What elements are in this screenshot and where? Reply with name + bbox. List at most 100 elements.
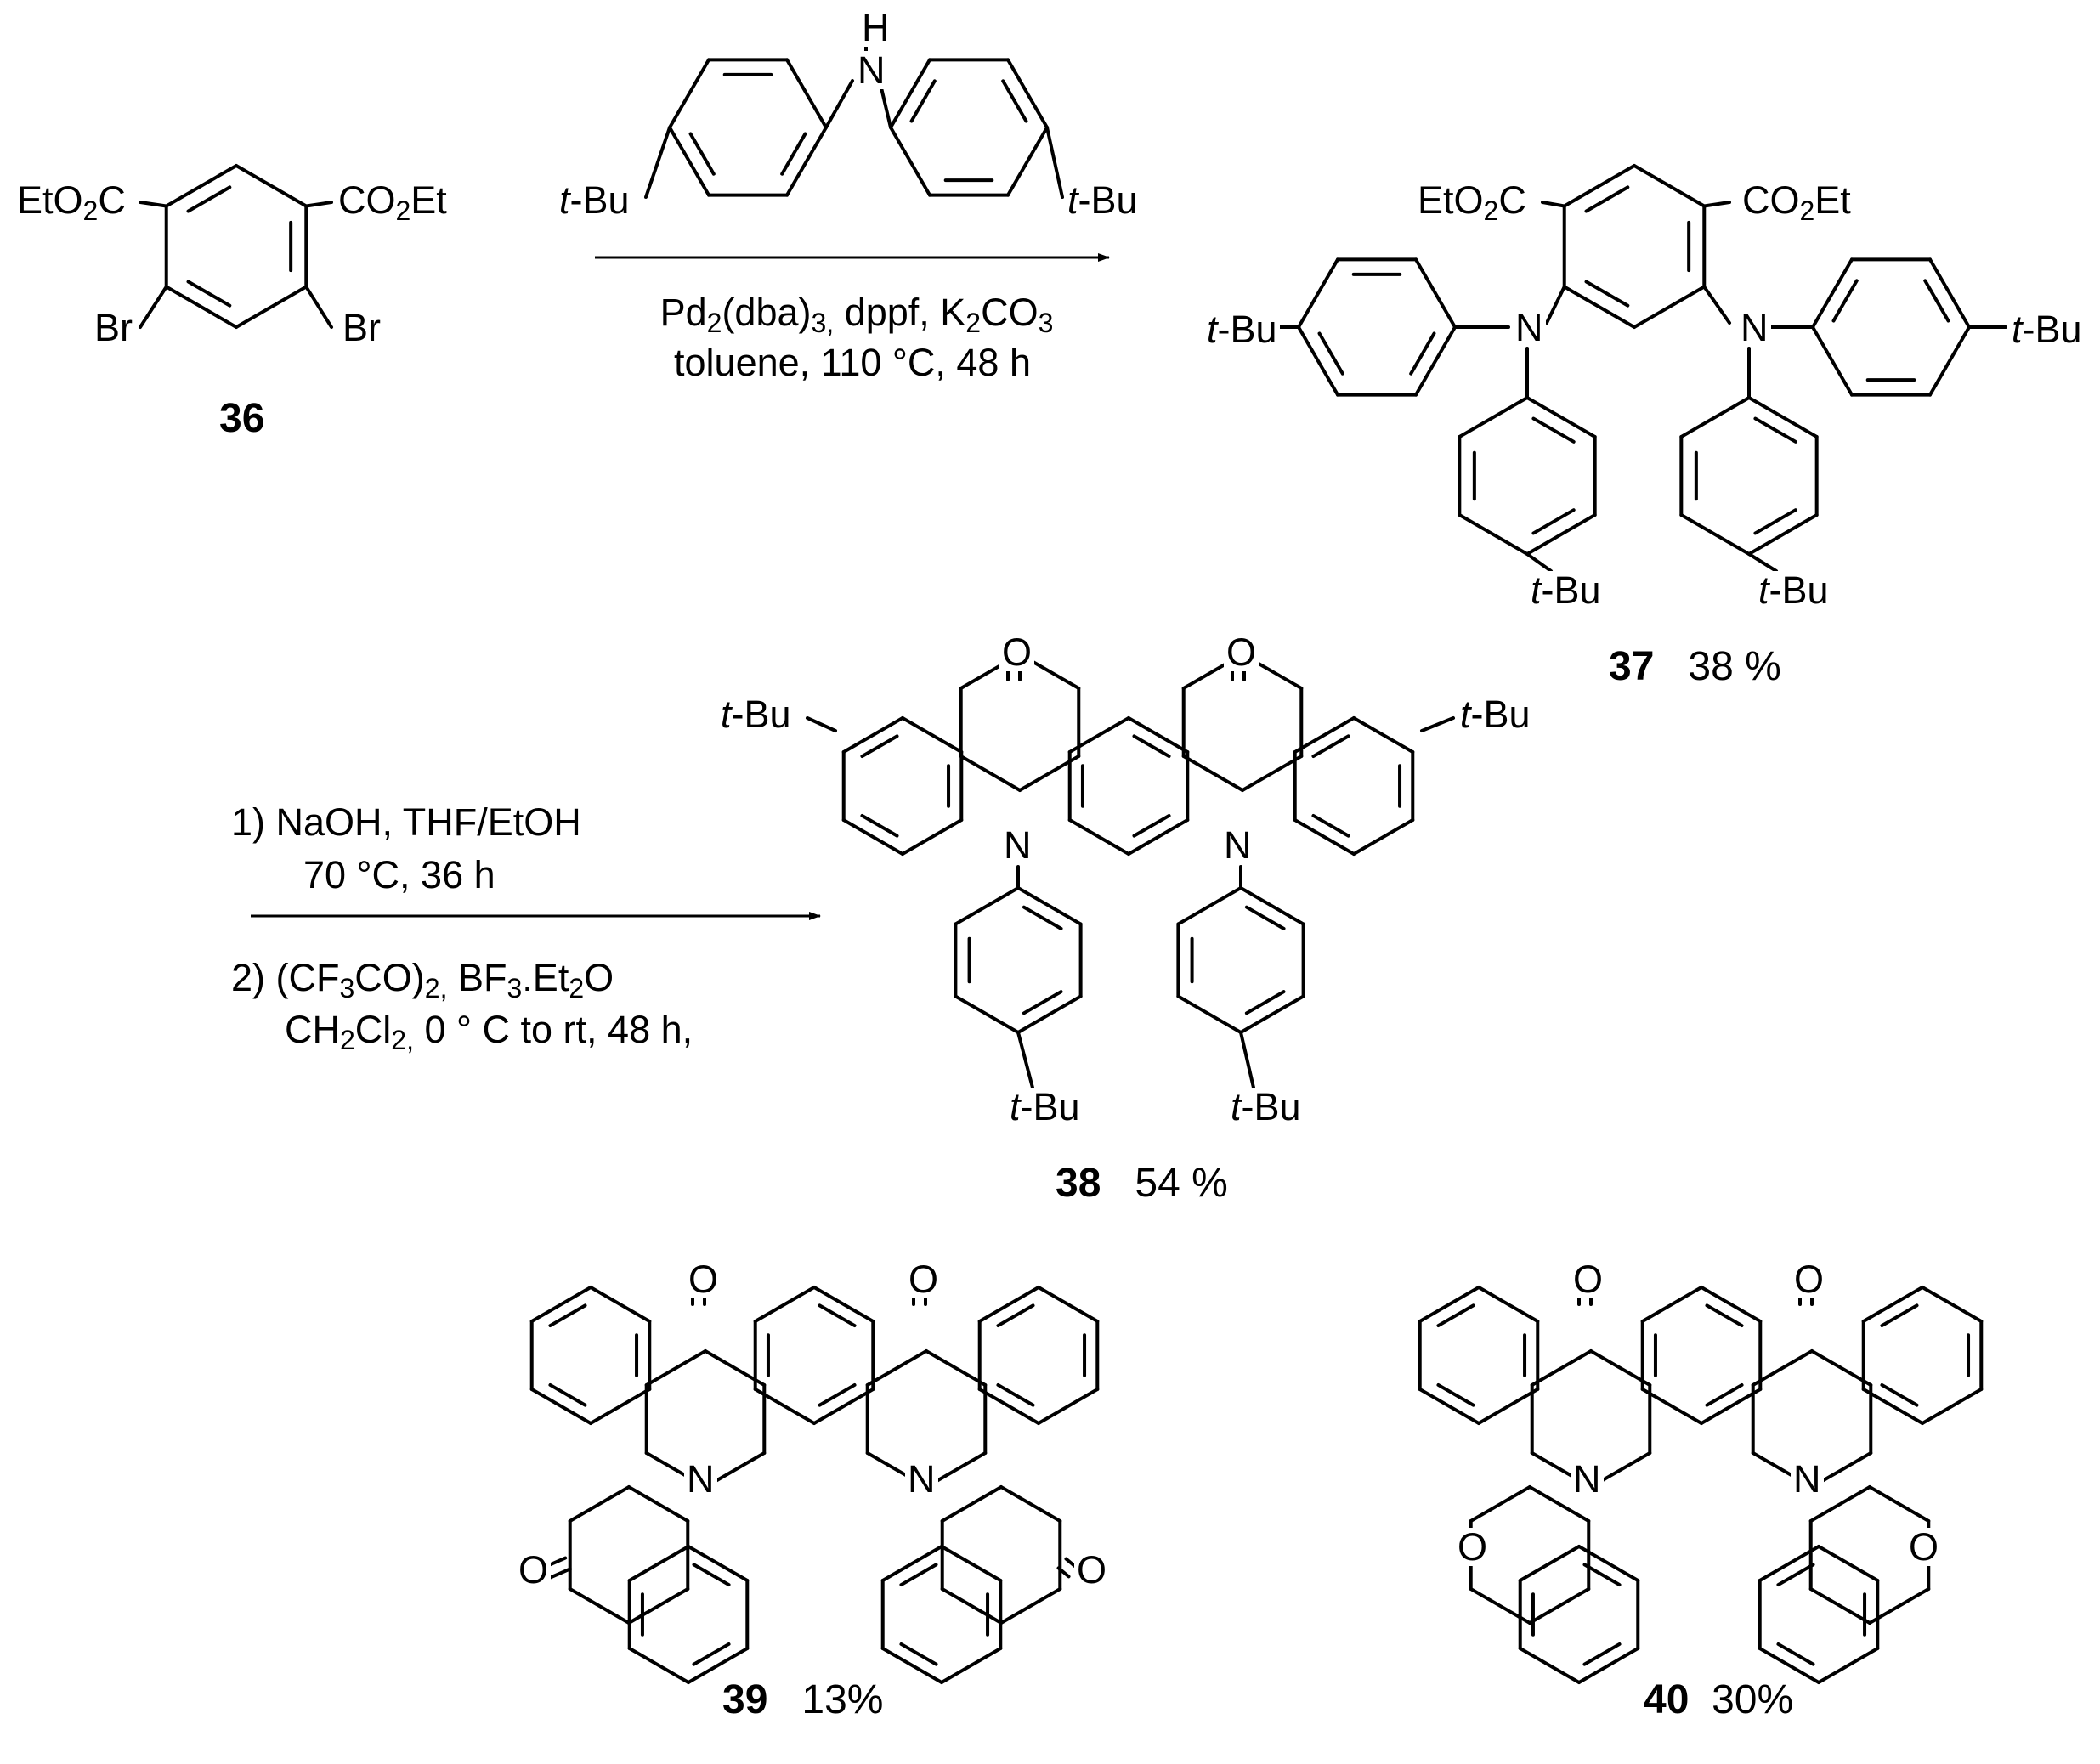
compound-37-bond	[1702, 201, 1731, 208]
compound-40-bond	[1808, 1485, 1871, 1523]
compound-40-bond	[1418, 1286, 1480, 1323]
compound-38-bond	[1067, 818, 1130, 856]
compound-36-br-left: Br	[92, 308, 135, 347]
compound-39-bond	[996, 1303, 1035, 1328]
compound-37-bond	[1928, 257, 1971, 329]
compound-40-bond	[1528, 1587, 1591, 1625]
compound-40-bond	[1640, 1388, 1703, 1425]
compound-40-bond	[1751, 1349, 1814, 1387]
compound-38-tbu-1: t-Bu	[718, 695, 794, 733]
compound-38-label: 38 54 %	[1056, 1161, 1228, 1206]
compound-39-bond	[627, 1485, 690, 1523]
compound-40-bond	[1868, 1485, 1931, 1523]
compound-38-bond	[1239, 1031, 1255, 1089]
compound-39-bond	[940, 1545, 1003, 1582]
reagent-bond	[668, 126, 710, 197]
reagent-nh-h: H	[859, 8, 892, 47]
compound-38-bond	[954, 886, 1020, 926]
compound-38-bond	[1176, 994, 1242, 1034]
compound-40-bond	[1861, 1286, 1924, 1323]
compound-37-bond	[1702, 285, 1731, 325]
compound-40-n-left: N	[1571, 1460, 1604, 1498]
reagent-bond	[1001, 79, 1028, 123]
compound-39-bond	[753, 1286, 816, 1323]
compound-39-bond	[627, 1587, 690, 1625]
compound-39-label: 39 13%	[722, 1677, 884, 1722]
compound-39-bond	[1037, 1388, 1100, 1425]
compound-38-bond	[1132, 813, 1171, 838]
compound-37-bond	[1584, 185, 1630, 213]
compound-39-bond	[589, 1286, 652, 1323]
compound-39-bond	[880, 1647, 943, 1684]
compound-36-bond	[164, 285, 238, 329]
compound-38-bond	[1293, 716, 1356, 754]
compound-39-n-left: N	[684, 1460, 717, 1498]
compound-38-bond	[1241, 755, 1304, 792]
compound-40-oxygen-4: O	[1906, 1528, 1942, 1566]
compound-39-bond	[644, 1349, 707, 1387]
compound-38-bond	[1127, 716, 1190, 754]
compound-39-bond	[899, 1642, 938, 1666]
compound-40-bond	[1880, 1303, 1919, 1328]
compound-36-bond	[139, 201, 168, 208]
compound-40-bond	[1705, 1382, 1744, 1407]
compound-37-bond	[1679, 396, 1751, 438]
step1-conditions-line1: Pd2(dba)3, dppf, K2CO3	[659, 291, 1054, 338]
compound-40-bond	[1758, 1545, 1820, 1582]
compound-36-br-right: Br	[340, 308, 383, 347]
compound-39-bond	[687, 1545, 750, 1582]
compound-39-bond	[692, 1642, 731, 1666]
compound-37-bond	[1679, 513, 1751, 556]
compound-38-bond	[841, 716, 904, 754]
compound-38-bond	[1016, 994, 1083, 1034]
compound-40-bond	[1776, 1563, 1815, 1587]
compound-39-bond	[925, 1349, 988, 1387]
compound-37-bond	[1831, 279, 1859, 323]
compound-39-bond	[1037, 1286, 1100, 1323]
reagent-bond	[889, 58, 931, 129]
compound-39-oxygen-4: O	[1074, 1551, 1110, 1589]
compound-37-bond	[1562, 285, 1636, 329]
compound-38-bond	[1293, 818, 1356, 856]
compound-39-bond	[548, 1303, 587, 1328]
compound-40-bond	[1700, 1388, 1763, 1425]
compound-40-bond	[1477, 1388, 1540, 1425]
compound-39-bond	[818, 1303, 857, 1328]
compound-38-bond	[901, 716, 964, 754]
compound-39-bond	[529, 1286, 592, 1323]
compound-37-bond	[1633, 164, 1707, 208]
reagent-bond	[909, 79, 937, 123]
compound-40-bond	[1861, 1388, 1924, 1425]
compound-40-bond	[1868, 1587, 1931, 1625]
compound-38-bond	[860, 813, 899, 838]
compound-39-bond	[627, 1647, 690, 1684]
compound-37-bond	[1531, 416, 1576, 444]
compound-40-bond	[1577, 1647, 1640, 1684]
compound-40-bond	[1436, 1303, 1475, 1328]
step2-conditions-line2: 70 °C, 36 h	[303, 853, 495, 896]
compound-39-bond	[999, 1485, 1062, 1523]
compound-37-bond	[1458, 513, 1529, 556]
compound-36-bond	[235, 285, 308, 329]
compound-40-bond	[1808, 1587, 1871, 1625]
compound-40-bond	[1518, 1545, 1581, 1582]
compound-38-bond	[1127, 818, 1190, 856]
compound-40-bond	[1817, 1647, 1880, 1684]
compound-38-bond	[1239, 994, 1305, 1034]
compound-39-oxygen-3: O	[516, 1551, 552, 1589]
compound-39-bond	[977, 1286, 1040, 1323]
reagent-bond	[780, 132, 807, 176]
compound-40-bond	[1436, 1382, 1475, 1407]
compound-36-bond	[139, 285, 168, 329]
compound-40-bond	[1582, 1563, 1622, 1587]
compound-37-bond	[1525, 513, 1597, 556]
compound-38-oxygen-1: O	[999, 633, 1035, 671]
step2-conditions-line4: CH2Cl2, 0 ° C to rt, 48 h,	[285, 1008, 693, 1055]
compound-40-oxygen-1: O	[1571, 1260, 1606, 1298]
reagent-tbu-right: t-Bu	[1065, 181, 1141, 219]
compound-38-bond	[1022, 905, 1063, 930]
compound-40-bond	[1582, 1642, 1622, 1666]
compound-38-bond	[959, 755, 1022, 792]
compound-38-bond	[1239, 886, 1305, 926]
compound-37-bond	[1414, 325, 1457, 397]
